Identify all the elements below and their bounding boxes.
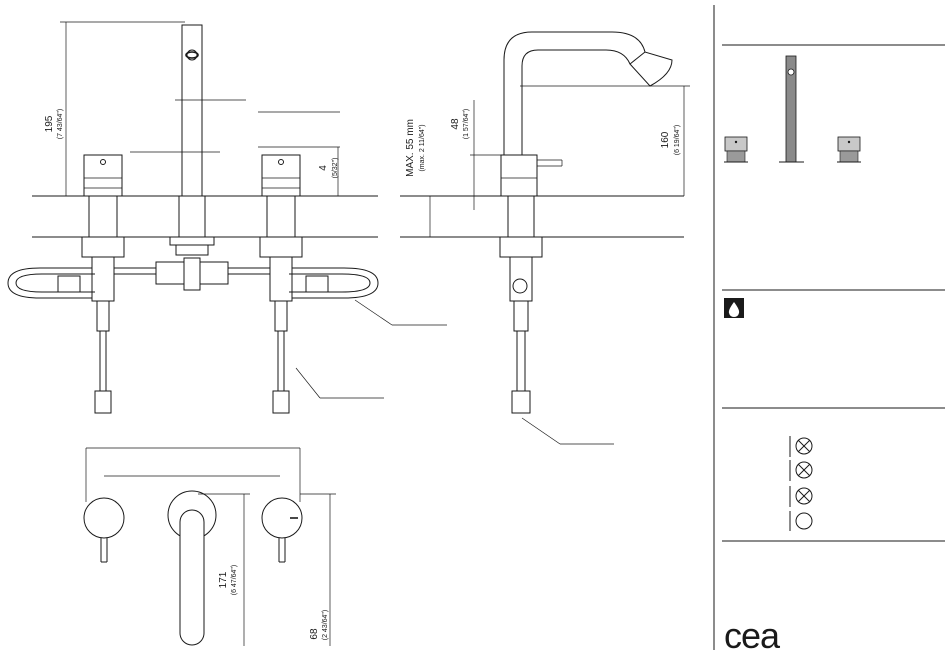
- plan-left-handle: [84, 498, 124, 562]
- dim-spout-171: 171 (6 47/64"): [198, 494, 250, 646]
- dim-160-value: 160: [660, 131, 671, 148]
- dim-171-value: 171: [218, 571, 229, 588]
- dim-171-imperial: (6 47/64"): [231, 565, 238, 596]
- dim-4-value: 4: [318, 165, 329, 171]
- dim-48-imperial: (1 57/64"): [463, 109, 470, 140]
- plan-spout: [168, 491, 216, 645]
- dim-68-imperial: (2 43/64"): [322, 610, 329, 641]
- dim-offset-68: 68 (2 43/64"): [300, 494, 336, 646]
- plan-view: 171 (6 47/64") 68 (2 43/64"): [84, 448, 336, 646]
- dim-4-imperial: (5/32"): [332, 158, 339, 179]
- dim-48-value: 48: [450, 118, 461, 130]
- plan-right-handle: [262, 498, 302, 562]
- spout-front: [170, 25, 246, 255]
- dim-lever-48: 48 (1 57/64"): [450, 100, 505, 210]
- brand-logo: cea: [724, 615, 781, 655]
- right-handle-front: [260, 155, 302, 413]
- water-drop-icon: [724, 298, 744, 318]
- dim-max-55: MAX. 55 mm (max. 2 11/64"): [405, 119, 430, 237]
- dim-160-imperial: (6 19/64"): [674, 125, 681, 156]
- dim-max-value: MAX. 55 mm: [405, 119, 416, 177]
- sidebar: cea: [714, 5, 945, 655]
- dim-68-value: 68: [309, 628, 320, 640]
- left-handle-front: [82, 155, 124, 413]
- spout-side: [500, 32, 672, 413]
- flow-symbols: [790, 436, 812, 531]
- dim-195-imperial: (7 43/64"): [57, 109, 64, 140]
- dim-195-value: 195: [44, 115, 55, 132]
- dim-handle-4: 4 (5/32"): [130, 112, 340, 196]
- open-circle-icon: [796, 513, 812, 529]
- front-view: 195 (7 43/64") 4 (5/32"): [8, 22, 447, 413]
- hose-network: [8, 258, 378, 298]
- product-thumbnail: [724, 56, 861, 162]
- side-view: MAX. 55 mm (max. 2 11/64") 48 (1 57/64")…: [400, 32, 690, 444]
- dim-max-imperial: (max. 2 11/64"): [419, 124, 426, 171]
